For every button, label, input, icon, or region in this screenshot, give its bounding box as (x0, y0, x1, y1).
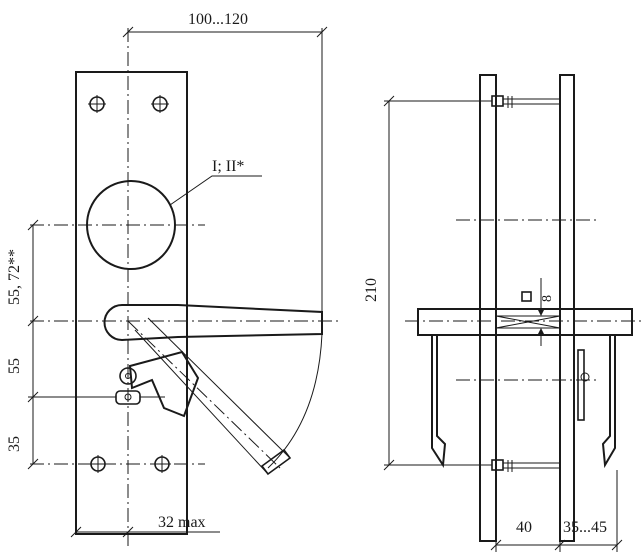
dim-label-210: 210 (363, 278, 380, 302)
side-handle-leg-right (601, 335, 616, 469)
front-view: I; II* (6, 11, 340, 548)
dim-label-32-max: 32 max (158, 514, 206, 531)
latch-pivot (119, 367, 137, 385)
dim-label-55: 55 (6, 358, 23, 374)
handle-lever (103, 304, 323, 342)
rotated-handle-outline (127, 317, 292, 476)
handle-swing-arc (267, 333, 323, 469)
side-handle-shaft (417, 308, 633, 336)
side-latch (577, 349, 585, 421)
side-view: 210 8 40 35...45 (363, 74, 642, 552)
dim-label-100-120: 100...120 (188, 11, 248, 28)
dim-label-35: 35 (6, 436, 23, 452)
side-bolt-bottom (491, 459, 560, 472)
dim-label-35-45: 35...45 (563, 519, 607, 536)
dim-label-40: 40 (516, 519, 532, 536)
mount-hole-top-left (88, 95, 106, 113)
side-bolt-top (491, 95, 560, 108)
callout-label: I; II* (212, 158, 244, 175)
latch-pawl (128, 350, 200, 418)
square-spindle (495, 315, 561, 329)
dim-label-8: 8 (540, 295, 555, 302)
dim-label-55-72: 55, 72** (6, 249, 23, 305)
side-handle-leg-left (431, 335, 447, 468)
mount-hole-top-right (151, 95, 169, 113)
square-8-marker: 8 (521, 278, 555, 346)
callout-leader (169, 175, 262, 206)
front-plate (75, 71, 188, 535)
